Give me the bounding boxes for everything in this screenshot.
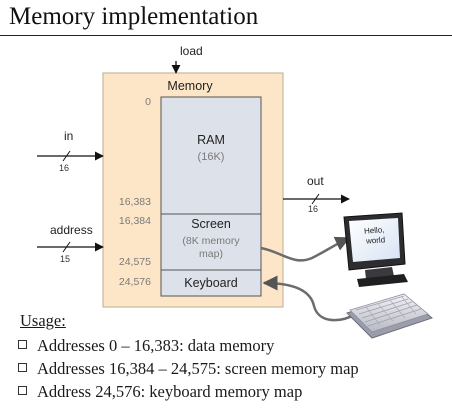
address-ram-start: 0 [145,96,151,108]
keyboard-icon [346,293,434,339]
usage-item-text: Addresses 16,384 – 24,575: screen memory… [37,359,359,378]
monitor-text-line1: Hello, [363,225,385,236]
address-keyboard: 24,576 [118,276,151,288]
screen-cable [260,236,351,262]
usage-heading: Usage: [20,311,66,330]
keyboard-cable [262,275,357,322]
page-title: Memory implementation [9,3,259,30]
out-width-label: 16 [308,204,319,214]
keyboard-region [160,269,262,297]
in-label: in [64,129,74,143]
usage-item-text: Addresses 0 – 16,383: data memory [37,336,275,355]
monitor-text-line2: world [365,235,386,246]
memory-label: Memory [167,79,213,93]
address-screen-end: 24,575 [118,256,151,268]
address-width-label: 15 [60,254,71,264]
bullet-icon [18,340,27,349]
address-screen-start: 16,384 [118,215,151,227]
screen-desc-line2: map) [199,248,223,260]
usage-item: Addresses 16,384 – 24,575: screen memory… [18,357,359,380]
screen-desc-line1: (8K memory [182,235,240,247]
title-divider [0,35,452,36]
in-bus-slash [62,150,71,162]
in-width-label: 16 [59,163,70,173]
address-ram-end: 16,383 [118,196,151,208]
usage-item: Addresses 0 – 16,383: data memory [18,334,359,357]
out-label: out [307,174,324,188]
bullet-icon [18,386,27,395]
ram-size: (16K) [197,151,225,163]
address-bus-slash [62,241,71,253]
ram-label: RAM [197,133,225,147]
load-label: load [180,44,203,58]
address-label: address [50,223,93,237]
screen-region [160,213,262,271]
usage-item-text: Address 24,576: keyboard memory map [37,382,303,401]
screen-label: Screen [191,217,231,231]
monitor-icon [343,212,408,287]
usage-item: Address 24,576: keyboard memory map [18,380,359,403]
usage-list: Addresses 0 – 16,383: data memory Addres… [18,334,359,403]
bullet-icon [18,363,27,372]
keyboard-label: Keyboard [184,276,238,290]
out-bus-slash [311,193,320,205]
ram-region [160,96,262,215]
